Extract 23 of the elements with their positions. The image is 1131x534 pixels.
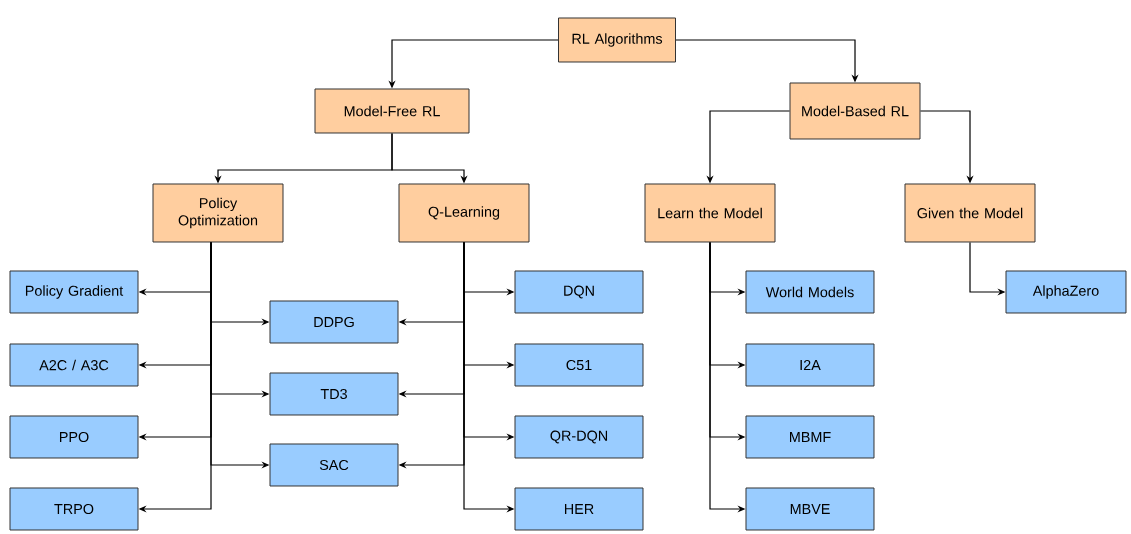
category-box: Learn the Model <box>644 183 776 243</box>
algorithm-box: TRPO <box>9 487 139 531</box>
algorithm-box: C51 <box>514 343 644 387</box>
algorithm-box: AlphaZero <box>1005 270 1127 314</box>
category-box: Q-Learning <box>398 183 530 243</box>
algorithm-box: SAC <box>269 443 399 487</box>
algorithm-box: HER <box>514 487 644 531</box>
algorithm-box: World Models <box>745 270 875 314</box>
algorithm-box: Policy Gradient <box>9 270 139 314</box>
algorithm-box: PPO <box>9 415 139 459</box>
category-box: Policy Optimization <box>152 183 284 243</box>
algorithm-box: DQN <box>514 270 644 314</box>
algorithm-box: MBMF <box>745 415 875 459</box>
algorithm-box: QR-DQN <box>514 415 644 459</box>
category-box: Model-Free RL <box>314 88 470 134</box>
algorithm-box: DDPG <box>269 300 399 344</box>
algorithm-box: I2A <box>745 343 875 387</box>
algorithm-box: MBVE <box>745 487 875 531</box>
algorithm-box: TD3 <box>269 372 399 416</box>
category-box: RL Algorithms <box>558 17 676 63</box>
algorithm-box: A2C / A3C <box>9 343 139 387</box>
category-box: Model-Based RL <box>789 82 921 140</box>
category-box: Given the Model <box>904 183 1036 243</box>
